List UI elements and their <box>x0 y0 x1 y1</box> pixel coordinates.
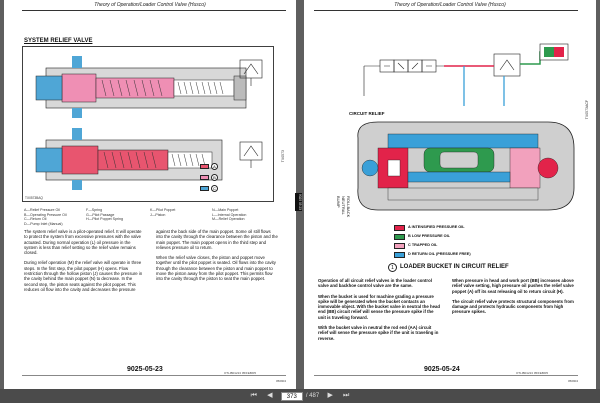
right-text-col-2: When pressure in head and work port (BB)… <box>452 278 576 320</box>
legend-entry: K—Pilot Poppet <box>150 208 176 212</box>
footer-rule <box>314 375 578 376</box>
legend-box-b <box>200 175 209 180</box>
legend-letter-c: C <box>211 185 218 192</box>
legend-letter: D <box>408 252 411 256</box>
legend-entry: L—Internal Operation <box>212 212 247 217</box>
legend-text: INTENSIFIED PRESSURE OIL <box>411 225 465 229</box>
legend-entry: D—Pump Inlet (Manual) <box>24 221 63 226</box>
loader-valve-cutaway <box>357 121 575 211</box>
next-page-button[interactable]: ▶ <box>327 392 333 399</box>
legend-text: TRAPPED OIL <box>411 243 438 247</box>
legend-col-1: A—Relief Pressure Oil B—Operating Pressu… <box>24 208 67 226</box>
paragraph: With the bucket valve in neutral the rod… <box>318 325 439 341</box>
figure-code: TX0573BAQ <box>25 196 43 200</box>
legend-entry: F—Spring <box>86 208 103 212</box>
page-number-input[interactable]: 373 <box>280 391 303 401</box>
legend-letter-a: A <box>211 163 218 170</box>
legend-letter: A <box>408 225 411 229</box>
footer-rule <box>22 375 286 376</box>
section-number-circle: 1 <box>388 263 397 272</box>
paragraph: When the relief valve closes, the piston… <box>156 255 276 282</box>
right-text-col-1: Operation of all circuit relief valves i… <box>318 278 442 346</box>
legend-letter: C <box>408 243 411 247</box>
legend-label-intensified: A INTENSIFIED PRESSURE OIL <box>408 225 465 229</box>
page-indicator: 373 / 487 <box>280 391 320 401</box>
right-page-header: Theory of Operation/Loader Control Valve… <box>394 2 506 8</box>
legend-swatch-trapped <box>394 243 405 249</box>
legend-swatch-return <box>394 252 405 258</box>
header-rule <box>22 10 286 11</box>
legend-label-low: B LOW PRESSURE OIL <box>408 234 450 238</box>
legend-text: RETURN OIL (PRESSURE FREE) <box>411 252 471 256</box>
left-page: Theory of Operation/Loader Control Valve… <box>4 0 296 389</box>
right-page-number: 9025-05-24 <box>424 366 460 373</box>
paragraph: The system relief valve is a pilot-opera… <box>24 229 142 256</box>
legend-entry: H—Pilot Poppet Spring <box>86 217 123 222</box>
right-side-code: TX0573ACF <box>585 100 589 120</box>
right-footer-code: OTLIB01213 05/FEB/05 <box>515 371 548 375</box>
legend-swatch-intensified <box>394 225 405 231</box>
left-side-code: TX0573 <box>281 150 285 163</box>
legend-entry: C—Return Oil <box>24 217 47 222</box>
legend-col-4: N—Main Poppet L—Internal Operation M—Rel… <box>212 208 246 222</box>
right-corner-code: 050904 <box>567 379 578 383</box>
left-corner-code: 050904 <box>275 379 286 383</box>
neutral-label: NEUTRAL <box>341 196 346 215</box>
legend-entry: M—Relief Operation <box>212 217 245 222</box>
previous-page-button[interactable]: ◀ <box>267 392 273 399</box>
legend-box-a <box>200 164 209 169</box>
legend-text: LOW PRESSURE OIL <box>411 234 450 238</box>
right-page: Theory of Operation/Loader Control Valve… <box>304 0 596 389</box>
rollback-label: ROLLBACK <box>346 196 351 218</box>
left-text-col-2: against the back side of the main poppet… <box>156 229 278 287</box>
legend-entry: B—Operating Pressure Oil <box>24 212 67 217</box>
paragraph: When the bucket is used for machine grad… <box>318 293 440 320</box>
left-page-number: 9025-05-23 <box>127 366 163 373</box>
legend-entry: N—Main Poppet <box>212 208 239 212</box>
left-section-title: SYSTEM RELIEF VALVE <box>24 38 93 44</box>
viewer-toolbar: ⏮ ◀ 373 / 487 ▶ ⏭ <box>0 389 600 403</box>
first-page-button[interactable]: ⏮ <box>250 392 257 399</box>
legend-entry: G—Pilot Passage <box>86 212 115 217</box>
legend-swatch-low <box>394 234 405 240</box>
legend-letter-b: B <box>211 174 218 181</box>
legend-col-2: F—Spring G—Pilot Passage H—Pilot Poppet … <box>86 208 123 222</box>
left-page-header: Theory of Operation/Loader Control Valve… <box>94 2 206 8</box>
relief-valve-figure <box>22 46 274 202</box>
legend-entry: A—Relief Pressure Oil <box>24 208 60 212</box>
paragraph: The circuit relief valve protects struct… <box>452 298 574 315</box>
page-total: / 487 <box>305 393 320 399</box>
paragraph: against the back side of the main poppet… <box>156 229 278 250</box>
legend-col-3: K—Pilot Poppet J—Piston <box>150 208 175 217</box>
paragraph: Operation of all circuit relief valves i… <box>318 278 432 289</box>
left-footer-code: OTLIB01213 05/FEB/05 <box>223 371 256 375</box>
section-tab: 9025 05 23 <box>295 193 302 211</box>
paragraph: During relief operation (M) the relief v… <box>24 260 143 292</box>
circuit-schematic <box>363 43 569 106</box>
circuit-relief-callout: CIRCUIT RELIEF <box>349 111 385 116</box>
right-section-title: LOADER BUCKET IN CIRCUIT RELIEF <box>400 264 509 270</box>
left-text-col-1: The system relief valve is a pilot-opera… <box>24 229 144 297</box>
bump-label: BUMP <box>336 196 341 208</box>
legend-label-return: D RETURN OIL (PRESSURE FREE) <box>408 252 471 256</box>
last-page-button[interactable]: ⏭ <box>343 392 350 399</box>
header-rule <box>314 10 578 11</box>
legend-box-c <box>200 186 209 191</box>
paragraph: When pressure in head and work port (BB)… <box>452 278 574 294</box>
legend-letter: B <box>408 234 411 238</box>
legend-label-trapped: C TRAPPED OIL <box>408 243 437 247</box>
legend-entry: J—Piston <box>150 212 166 217</box>
